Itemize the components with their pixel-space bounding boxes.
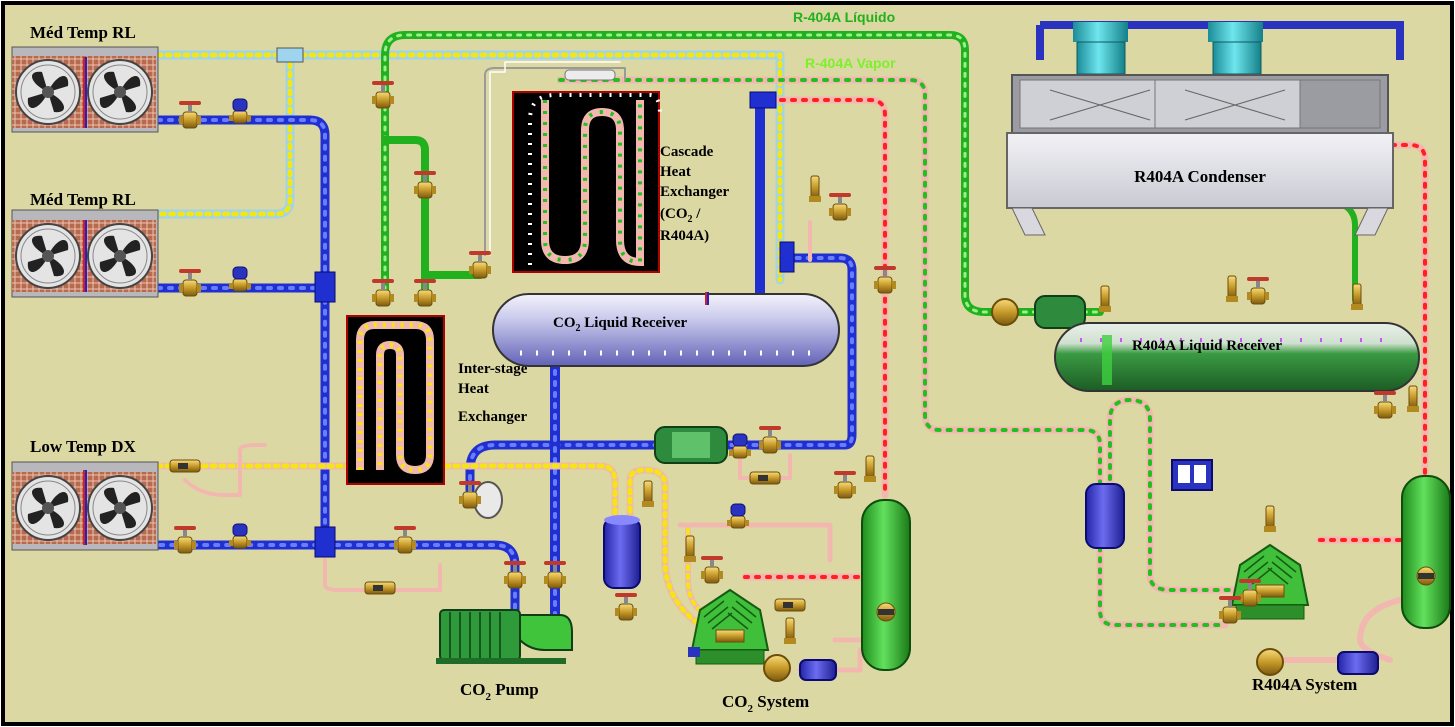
r404a-receiver-label: R404A Liquid Receiver (1132, 338, 1282, 354)
co2-filter-drier (654, 426, 728, 464)
fan-icon (83, 219, 157, 293)
co2-receiver-label: CO2 Liquid Receiver (553, 315, 687, 334)
tee-fitting (276, 47, 304, 63)
relief-valve-icon (863, 455, 877, 483)
evaporator-label: Méd Temp RL (30, 23, 136, 42)
co2-liquid-receiver: CO2 Liquid Receiver (492, 292, 840, 367)
evaporator-med-temp-2: Méd Temp RL (11, 190, 159, 298)
relief-valve-icon (1225, 275, 1239, 303)
r404a-system: R404A System (1085, 385, 1451, 694)
evaporator-med-temp-1: Méd Temp RL (11, 23, 159, 133)
tee-fitting (314, 526, 336, 558)
relief-valve-icon (1098, 285, 1112, 313)
tee-fitting (779, 241, 795, 273)
sight-glass-icon (564, 69, 616, 81)
r404a-liquid-receiver: R404A Liquid Receiver (1054, 322, 1420, 392)
relief-valve-icon (641, 480, 655, 508)
evaporator-label: Low Temp DX (30, 437, 137, 456)
filter-drier-icon (774, 598, 806, 612)
tee-fitting (314, 271, 336, 303)
filter-drier-icon (1337, 651, 1379, 675)
fan-icon (11, 55, 85, 129)
pipes (153, 31, 1429, 673)
vapor-line-label: R-404A Vapor (805, 55, 896, 71)
sight-glass-icon (763, 654, 791, 682)
sight-glass-icon (1256, 648, 1284, 676)
fan-icon (11, 219, 85, 293)
r404a-suction-accumulator (1085, 483, 1125, 549)
condenser-label: R404A Condenser (1134, 167, 1266, 186)
interstage-hx-label: Heat (458, 381, 489, 397)
pipe-discharge (741, 96, 1429, 663)
r404a-system-label: R404A System (1252, 675, 1357, 694)
relief-valve-icon (1350, 283, 1364, 311)
evaporator-low-temp-dx: Low Temp DX (11, 437, 159, 551)
sight-glass-icon (991, 298, 1019, 326)
cascade-hx-label: R404A) (660, 228, 709, 244)
r404a-condenser: R404A Condenser (1006, 21, 1404, 236)
evaporator-label: Méd Temp RL (30, 190, 136, 209)
filter-drier-icon (364, 581, 396, 595)
cascade-hx-label: (CO2 / (660, 206, 701, 225)
pipe-pressure-line (484, 67, 626, 256)
interstage-hx-label: Inter-stage (458, 361, 528, 377)
relief-valve-icon (808, 175, 822, 203)
cascade-hx-label: Exchanger (660, 184, 730, 200)
cascade-heat-exchanger: Cascade Heat Exchanger (CO2 / R404A) (512, 91, 730, 273)
pipe-r404a-vapor (556, 76, 1239, 629)
interstage-hx-label: Exchanger (458, 409, 528, 425)
relief-valve-icon (783, 617, 797, 645)
fan-icon (83, 471, 157, 545)
co2-system-label: CO2 System (722, 692, 809, 715)
pipe-med-temp-suction (153, 50, 785, 285)
suction-accumulator (603, 515, 641, 589)
liquid-line-label: R-404A Líquido (793, 9, 895, 25)
interstage-heat-exchanger: Inter-stage Heat Exchanger (346, 315, 528, 485)
tee-fitting (749, 91, 777, 109)
pressure-control-icon (1171, 459, 1213, 491)
co2-pump-label: CO2 Pump (460, 680, 539, 703)
cascade-hx-label: Heat (660, 164, 691, 180)
filter-drier-icon (1034, 295, 1086, 329)
relief-valve-icon (1263, 505, 1277, 533)
fan-icon (11, 471, 85, 545)
relief-valve-icon (1406, 385, 1420, 413)
filter-drier-icon (169, 459, 201, 473)
co2-oil-separator-tank (861, 499, 911, 671)
filter-drier-icon (749, 471, 781, 485)
cascade-hx-label: Cascade (660, 144, 714, 160)
filter-drier-icon (799, 659, 837, 681)
co2-pump (436, 560, 573, 664)
fan-icon (83, 55, 157, 129)
pressure-regulator-icon (458, 480, 503, 519)
pipe-pressure-line-2 (489, 61, 621, 256)
relief-valve-icon (683, 535, 697, 563)
pipe-r404a-liquid (381, 31, 1358, 316)
r404a-oil-separator-tank (1401, 475, 1451, 629)
co2-system: CO2 System (603, 455, 911, 715)
